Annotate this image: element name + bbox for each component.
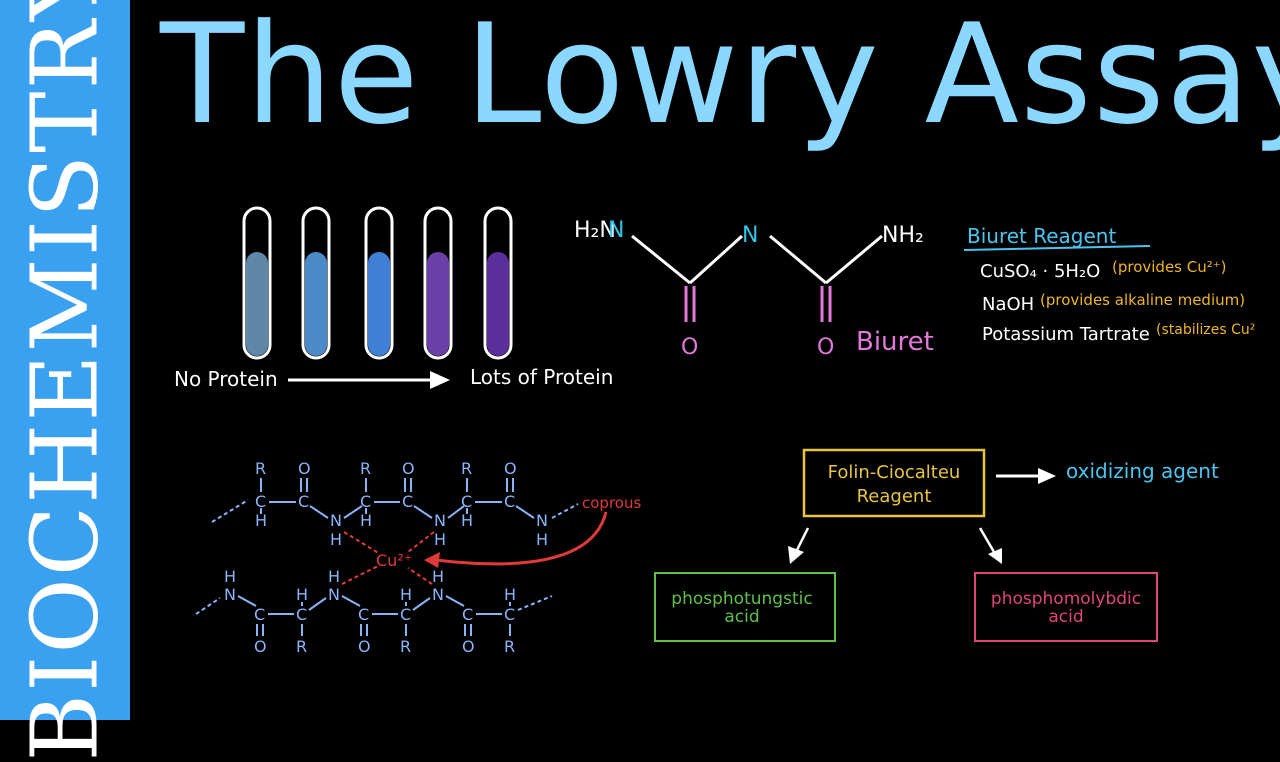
svg-text:N: N [224, 585, 236, 604]
test-tube-2 [301, 206, 331, 360]
phosphomolybdic-line1: phosphomolybdic [991, 589, 1141, 609]
svg-text:O: O [358, 637, 371, 656]
reagent-row-3-note: (stabilizes Cu² [1156, 322, 1255, 338]
svg-text:O: O [254, 637, 267, 656]
reagent-row-1-note: (provides Cu²⁺) [1112, 258, 1227, 276]
svg-text:H: H [255, 511, 267, 530]
reagent-row-2-note: (provides alkaline medium) [1040, 291, 1245, 309]
svg-text:R: R [296, 637, 307, 656]
svg-text:H: H [330, 530, 342, 549]
tube-liquid-3 [368, 252, 390, 356]
reagent-row-2-chem: NaOH [982, 294, 1034, 315]
svg-text:N: N [432, 585, 444, 604]
svg-text:C: C [254, 605, 265, 624]
svg-text:H: H [434, 530, 446, 549]
folin-flow: Folin-Ciocalteu Reagent oxidizing agent … [654, 448, 1219, 642]
svg-text:C: C [504, 492, 515, 511]
svg-text:H: H [296, 585, 308, 604]
folin-name-line2: Reagent [857, 486, 932, 507]
folin-name-line1: Folin-Ciocalteu [828, 462, 961, 483]
svg-text:R: R [504, 637, 515, 656]
copper-ion: Cu²⁺ [376, 551, 412, 570]
biuret-h2n: H₂N [574, 218, 616, 243]
svg-text:C: C [462, 605, 473, 624]
svg-text:N: N [330, 511, 342, 530]
svg-text:H: H [432, 567, 444, 586]
test-tube-1 [242, 206, 272, 360]
phosphotungstic-box [654, 572, 836, 642]
svg-text:R: R [461, 459, 472, 478]
biuret-n-center: N [742, 223, 758, 248]
diagram-canvas: No Protein Lots of Protein H₂N N N NH₂ O… [174, 206, 1255, 656]
phosphotungstic-line1: phosphotungstic [671, 589, 812, 609]
svg-text:O: O [298, 459, 311, 478]
svg-text:C: C [461, 492, 472, 511]
svg-text:C: C [400, 605, 411, 624]
folin-box [802, 448, 986, 518]
biuret-structure: H₂N N N NH₂ O O Biuret [574, 218, 934, 360]
tube-liquid-2 [305, 252, 327, 356]
phosphomolybdic-line2: acid [1048, 607, 1083, 627]
svg-text:R: R [400, 637, 411, 656]
tube-liquid-4 [427, 252, 449, 356]
protein-gradient-arrow [288, 371, 450, 389]
svg-text:R: R [255, 459, 266, 478]
svg-text:H: H [360, 511, 372, 530]
reagent-row-1-chem: CuSO₄ · 5H₂O [980, 261, 1100, 282]
svg-text:O: O [504, 459, 517, 478]
svg-text:H: H [400, 585, 412, 604]
biuret-o-left: O [681, 335, 698, 360]
svg-text:H: H [224, 567, 236, 586]
svg-text:H: H [328, 567, 340, 586]
svg-text:H: H [504, 585, 516, 604]
svg-text:C: C [255, 492, 266, 511]
tube-liquid-5 [487, 252, 509, 356]
no-protein-label: No Protein [174, 367, 278, 391]
svg-text:N: N [536, 511, 548, 530]
test-tube-5 [483, 206, 513, 360]
lots-of-protein-label: Lots of Protein [470, 365, 613, 389]
svg-text:C: C [402, 492, 413, 511]
svg-text:O: O [462, 637, 475, 656]
phosphomolybdic-box [974, 572, 1158, 642]
svg-text:C: C [504, 605, 515, 624]
svg-text:N: N [328, 585, 340, 604]
reagent-heading: Biuret Reagent [967, 224, 1116, 248]
svg-text:O: O [402, 459, 415, 478]
biuret-name: Biuret [856, 327, 934, 357]
svg-text:C: C [296, 605, 307, 624]
sidebar-banner: BIOCHEMISTRY [0, 0, 130, 762]
test-tube-4 [423, 206, 453, 360]
test-tube-3 [364, 206, 394, 360]
phosphotungstic-line2: acid [724, 607, 759, 627]
biuret-n-left: N [608, 218, 624, 243]
page-title: The Lowry Assay [160, 0, 1280, 155]
biuret-o-right: O [817, 335, 834, 360]
svg-text:C: C [298, 492, 309, 511]
svg-text:H: H [461, 511, 473, 530]
svg-text:R: R [360, 459, 371, 478]
cuprous-label: coprous [582, 494, 641, 512]
svg-text:C: C [358, 605, 369, 624]
oxidizing-agent-label: oxidizing agent [1066, 459, 1219, 483]
biuret-nh2: NH₂ [882, 223, 924, 248]
peptide-copper-complex: R C H O C N H R C H O C N H R C H O [195, 459, 641, 656]
tube-liquid-1 [246, 252, 268, 356]
svg-text:C: C [360, 492, 371, 511]
test-tubes [242, 206, 513, 360]
reagent-row-3-chem: Potassium Tartrate [982, 324, 1150, 345]
svg-text:N: N [434, 511, 446, 530]
svg-text:H: H [536, 530, 548, 549]
biuret-reagent-list: Biuret Reagent CuSO₄ · 5H₂O (provides Cu… [963, 224, 1255, 345]
